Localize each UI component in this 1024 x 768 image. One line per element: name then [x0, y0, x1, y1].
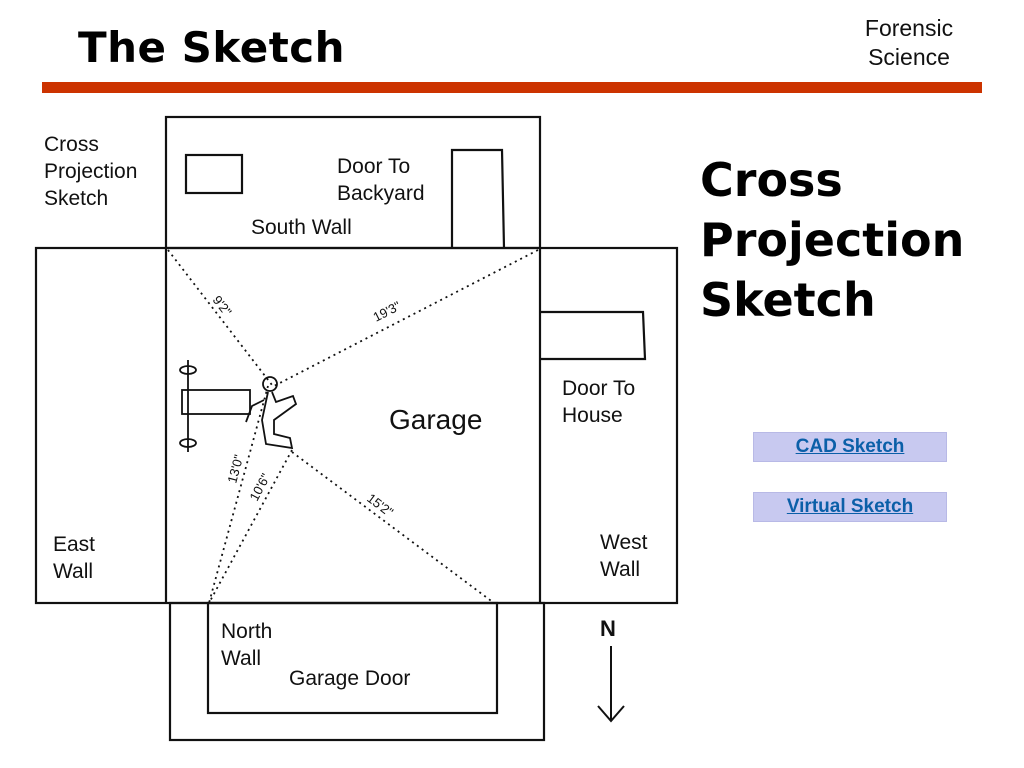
measurement-line-13-0: [208, 385, 269, 604]
north-wall-label-line1: North: [221, 620, 272, 643]
victim-figure-icon: [245, 376, 298, 450]
slide-title: The Sketch: [78, 23, 346, 72]
mower-icon: [179, 360, 251, 452]
title-divider: [42, 82, 982, 93]
house-door: [540, 310, 647, 361]
west-wall-label-line1: West: [600, 531, 648, 554]
window: [184, 153, 244, 195]
measurement-10-6: 10'6": [246, 471, 273, 504]
measurement-line-9-2: [167, 249, 273, 386]
section-heading-line1: Cross: [700, 153, 843, 207]
measurement-line-15-2: [291, 451, 495, 604]
south-arrow-icon: [597, 646, 625, 723]
section-heading-line2: Projection: [700, 213, 965, 267]
section-heading-line3: Sketch: [700, 273, 876, 327]
sketch-type-label-line2: Projection: [44, 160, 137, 183]
course-label-line2: Science: [868, 44, 950, 70]
measurement-line-19-3: [273, 249, 539, 387]
sketch-type-label-line3: Sketch: [44, 187, 108, 210]
measurement-19-3: 19'3": [371, 298, 404, 325]
cad-sketch-link[interactable]: CAD Sketch: [753, 432, 947, 462]
east-wall-label-line1: East: [53, 533, 95, 556]
north-wall-label-line2: Wall: [221, 647, 261, 670]
sketch-type-label-line1: Cross: [44, 133, 99, 156]
course-label-line1: Forensic: [864, 15, 954, 41]
measurement-line-10-6: [208, 449, 293, 604]
backyard-door-label-line1: Door To: [337, 155, 410, 178]
house-door-label-line1: Door To: [562, 377, 635, 400]
west-wall-label-line2: Wall: [600, 558, 640, 581]
measurement-9-2: 9'2": [210, 293, 235, 320]
house-door-label-line2: House: [562, 404, 623, 427]
backyard-door: [450, 148, 506, 249]
east-wall-label-line2: Wall: [53, 560, 93, 583]
garage-label: Garage: [389, 404, 482, 435]
section-heading: Cross Projection Sketch: [700, 150, 964, 330]
virtual-sketch-link[interactable]: Virtual Sketch: [753, 492, 947, 522]
south-wall-label: South Wall: [251, 216, 352, 239]
north-compass-label: N: [600, 616, 616, 641]
backyard-door-label-line2: Backyard: [337, 182, 425, 205]
measurement-15-2: 15'2": [364, 490, 396, 520]
measurement-lines: [167, 249, 539, 604]
garage-door: [206, 601, 499, 715]
course-label: Forensic Science: [844, 14, 974, 72]
measurement-13-0: 13'0": [224, 453, 246, 485]
garage-door-label: Garage Door: [289, 667, 410, 690]
